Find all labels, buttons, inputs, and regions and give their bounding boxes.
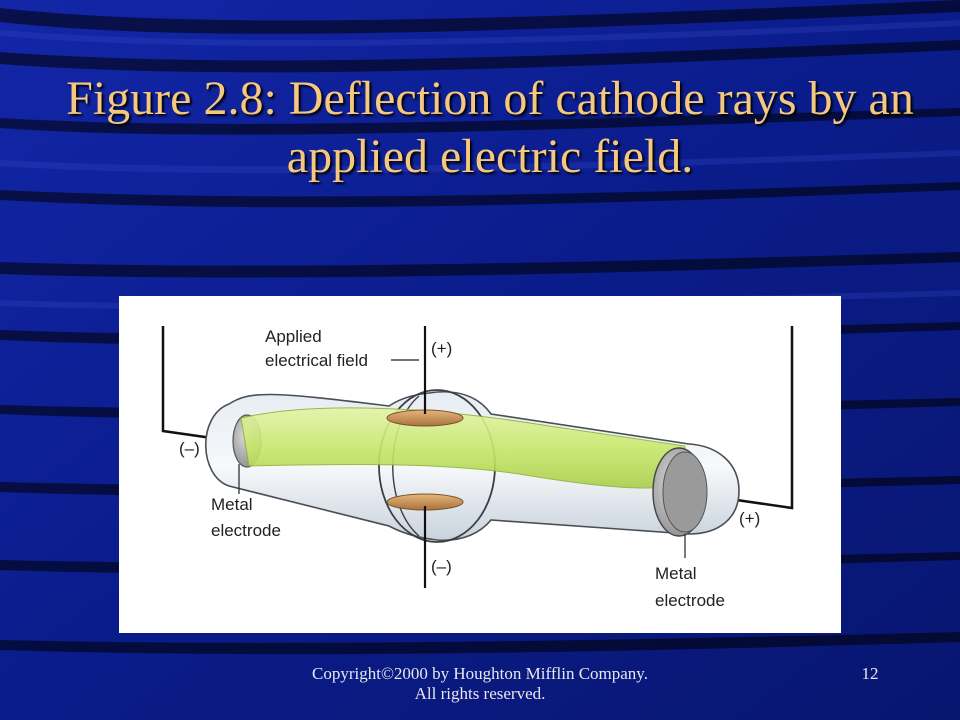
right-electrode-face <box>662 451 708 533</box>
applied-field-label-line2: electrical field <box>265 351 368 370</box>
top-plate-sign: (+) <box>431 339 452 358</box>
cathode-ray-tube-diagram: Applied electrical field (+) (–) (–) (+)… <box>161 326 794 610</box>
right-electrode-label-line1: Metal <box>655 564 697 583</box>
bottom-plate-sign: (–) <box>431 557 452 576</box>
copyright-footer: Copyright©2000 by Houghton Mifflin Compa… <box>312 664 648 703</box>
left-electrode-label-line2: electrode <box>211 521 281 540</box>
cathode-ray-figure: Applied electrical field (+) (–) (–) (+)… <box>119 296 841 633</box>
right-electrode-label-line2: electrode <box>655 591 725 610</box>
left-electrode-sign: (–) <box>179 439 200 458</box>
chamber-inner-arc <box>392 395 420 537</box>
slide-title: Figure 2.8: Deflection of cathode rays b… <box>66 72 914 183</box>
applied-field-label-line1: Applied <box>265 327 322 346</box>
page-number: 12 <box>861 664 879 683</box>
right-electrode-sign: (+) <box>739 509 760 528</box>
left-electrode-label-line1: Metal <box>211 495 253 514</box>
